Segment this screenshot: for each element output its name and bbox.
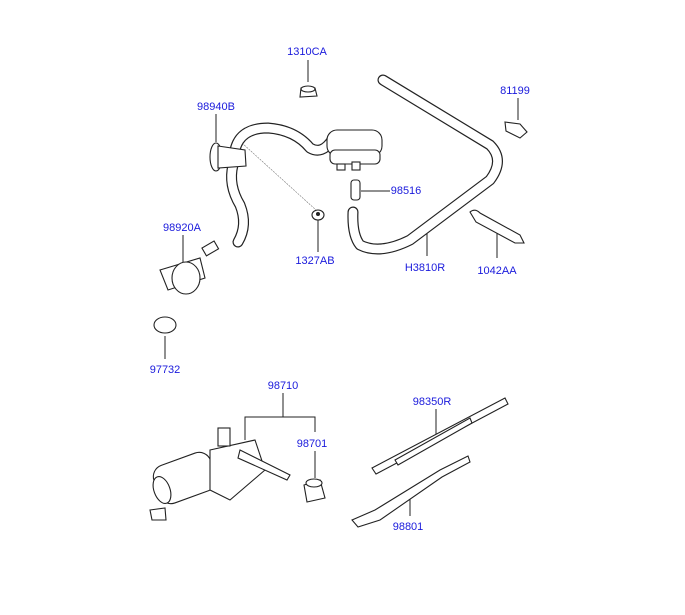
label-98350r[interactable]: 98350R: [412, 396, 452, 408]
pump-98920a: [159, 240, 220, 295]
nut-1327ab: [311, 209, 325, 221]
nut-1310ca: [299, 85, 318, 98]
label-98701[interactable]: 98701: [296, 438, 328, 450]
label-1327ab[interactable]: 1327AB: [295, 255, 335, 267]
label-h3810r[interactable]: H3810R: [404, 262, 446, 274]
nozzle-valve: [326, 129, 383, 171]
bracket-1042aa: [469, 209, 525, 244]
connector-98516: [350, 179, 361, 201]
check-valve-98940b: [209, 142, 247, 172]
arm-98801: [351, 455, 471, 528]
label-98516[interactable]: 98516: [390, 185, 422, 197]
label-98710[interactable]: 98710: [267, 380, 299, 392]
label-1310ca[interactable]: 1310CA: [287, 46, 327, 58]
label-81199[interactable]: 81199: [500, 85, 530, 97]
grommet-98701: [303, 478, 326, 503]
motor-98710: [149, 427, 291, 521]
clip-81199: [504, 121, 528, 139]
label-97732[interactable]: 97732: [149, 364, 181, 376]
hose-upper: [226, 122, 338, 248]
hose-h3810r: [347, 74, 503, 255]
label-98940b[interactable]: 98940B: [197, 101, 235, 113]
blade-98350r: [371, 397, 509, 475]
cap-97732: [153, 316, 177, 334]
label-98801[interactable]: 98801: [392, 521, 424, 533]
label-1042aa[interactable]: 1042AA: [477, 265, 517, 277]
label-98920a[interactable]: 98920A: [163, 222, 201, 234]
